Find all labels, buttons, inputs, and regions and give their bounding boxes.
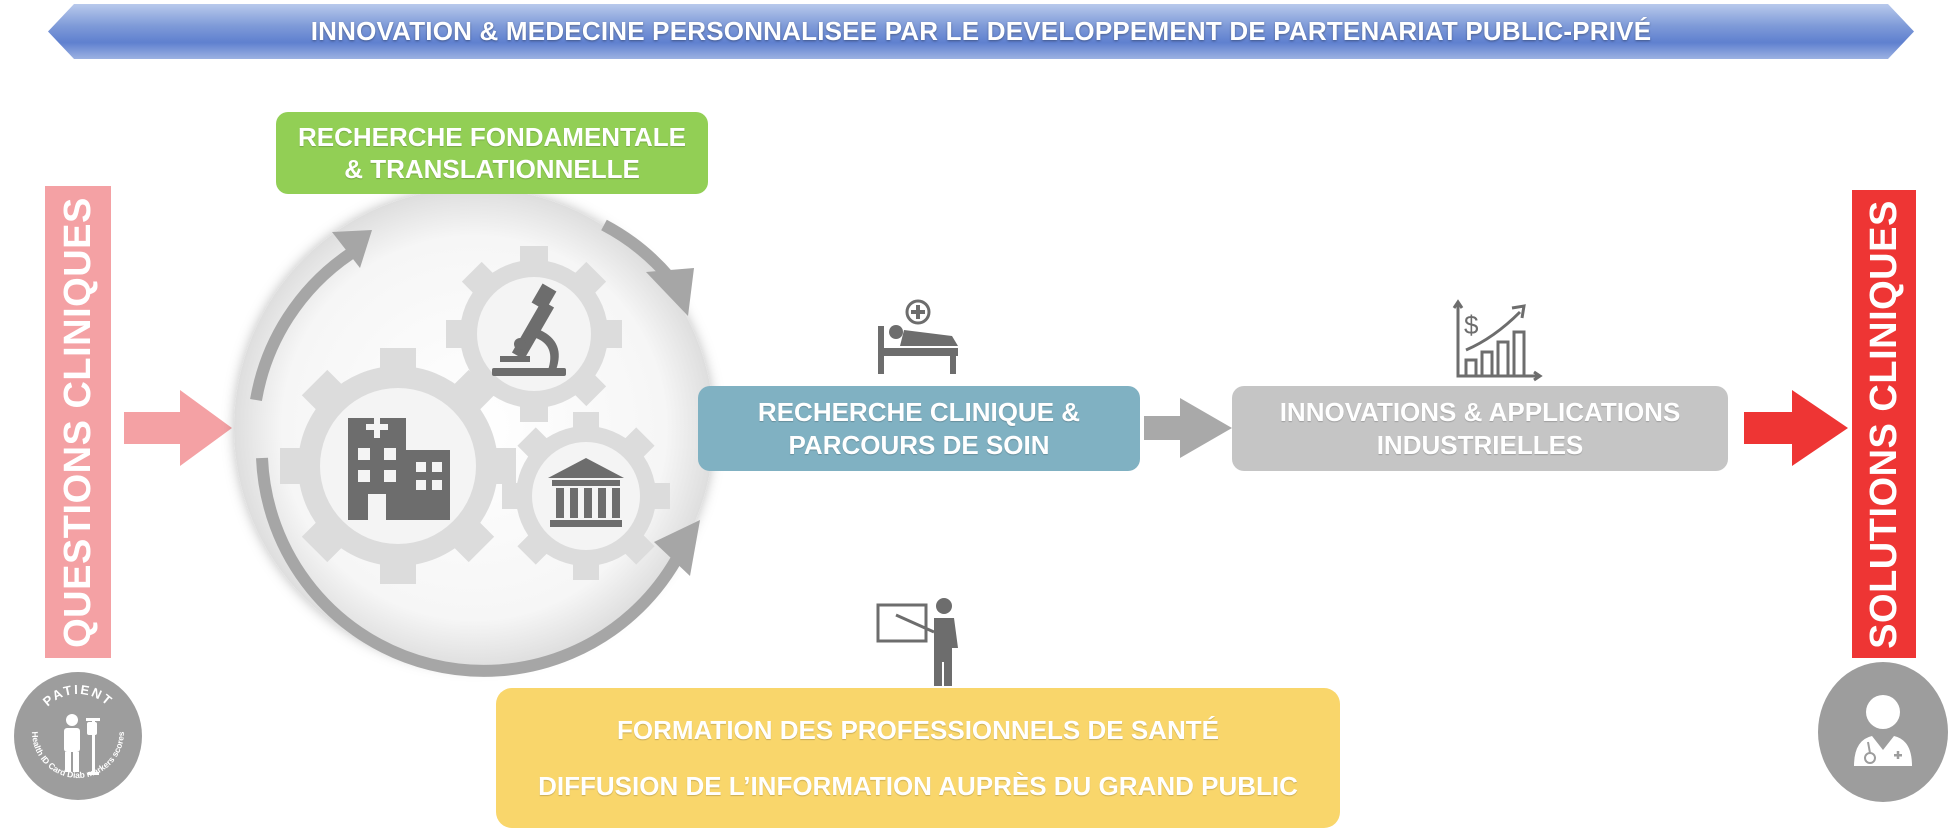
top-banner: INNOVATION & MEDECINE PERSONNALISEE PAR …: [48, 4, 1914, 59]
training-box: FORMATION DES PROFESSIONNELS DE SANTÉ DI…: [496, 688, 1340, 828]
teacher-icon: [876, 598, 958, 686]
patient-badge-top-text: PATIENT: [40, 682, 116, 709]
patient-figure-icon: [64, 714, 100, 775]
institution-icon: [548, 458, 624, 527]
cycle-arrowhead-left: [332, 230, 372, 268]
banner-title: INNOVATION & MEDECINE PERSONNALISEE PAR …: [310, 16, 1652, 46]
growth-chart-icon: $: [1452, 299, 1543, 382]
fundamental-research-line1: RECHERCHE FONDAMENTALE: [297, 121, 687, 152]
red-arrow: [1744, 390, 1848, 466]
doctor-badge: [1818, 662, 1948, 802]
solutions-bar: SOLUTIONS CLINIQUES: [1852, 190, 1916, 658]
clinical-research-line1: RECHERCHE CLINIQUE &: [757, 397, 1081, 427]
industrial-innovations-box: INNOVATIONS & APPLICATIONS INDUSTRIELLES: [1232, 386, 1728, 471]
cycle-arc-left: [250, 249, 354, 402]
pink-arrow: [124, 390, 232, 466]
cycle-arrowhead-bottom: [654, 520, 700, 576]
microscope-icon: [492, 283, 566, 376]
svg-text:$: $: [1464, 310, 1479, 340]
questions-bar: QUESTIONS CLINIQUES: [45, 186, 111, 658]
doctor-icon: [1854, 695, 1912, 766]
industrial-innovations-line1: INNOVATIONS & APPLICATIONS: [1279, 397, 1681, 427]
industrial-innovations-line2: INDUSTRIELLES: [1376, 429, 1584, 460]
cycle-arc-bottom: [256, 457, 682, 677]
fundamental-research-box: RECHERCHE FONDAMENTALE & TRANSLATIONNELL…: [276, 112, 708, 194]
training-line1: FORMATION DES PROFESSIONNELS DE SANTÉ: [617, 714, 1219, 745]
cycle-arrowhead-top: [646, 268, 694, 316]
training-line2: DIFFUSION DE L’INFORMATION AUPRÈS DU GRA…: [538, 770, 1298, 801]
clinical-research-box: RECHERCHE CLINIQUE & PARCOURS DE SOIN: [698, 386, 1140, 471]
grey-arrow: [1144, 398, 1232, 458]
patient-badge: PATIENT Health ID Card Diab markers scor…: [14, 672, 142, 800]
fundamental-research-line2: & TRANSLATIONNELLE: [344, 154, 640, 184]
clinical-research-line2: PARCOURS DE SOIN: [788, 429, 1050, 460]
svg-text:PATIENT: PATIENT: [40, 682, 116, 709]
hospital-icon: [348, 416, 450, 520]
patient-bed-icon: [878, 299, 958, 374]
